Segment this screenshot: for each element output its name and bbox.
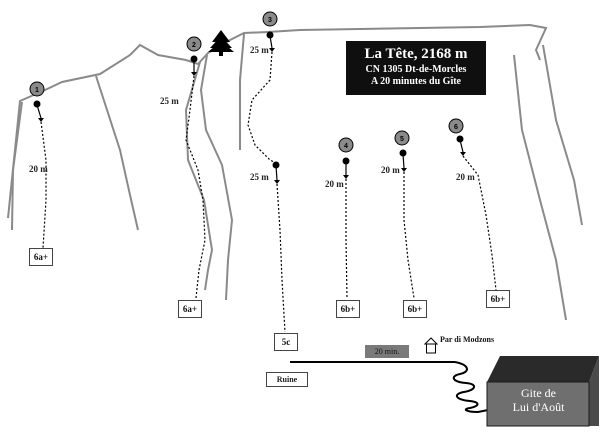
anchor-dot xyxy=(266,31,274,39)
route-line xyxy=(345,179,348,299)
route-arrow xyxy=(402,153,405,169)
cliff-line-3 xyxy=(184,61,214,291)
hut-label-line-1: Gite de xyxy=(521,386,556,400)
hut-label-line-2: Lui d'Août xyxy=(512,400,565,414)
pitch-length-route-4: 20 m xyxy=(325,179,344,189)
route-5: 5 xyxy=(394,130,415,299)
route-number: 5 xyxy=(400,136,404,143)
cliff-line-left xyxy=(11,101,23,231)
route-number: 1 xyxy=(35,87,39,94)
cliff-line-4 xyxy=(199,54,234,301)
anchor-dot xyxy=(456,135,464,143)
route-number: 2 xyxy=(192,42,196,49)
tree-icon xyxy=(208,30,234,56)
route-6: 6 xyxy=(448,118,497,291)
grade-route-2: 6a+ xyxy=(178,300,202,318)
route-arrow xyxy=(269,35,273,49)
route-3: 3 xyxy=(247,11,286,333)
route-4: 4 xyxy=(338,137,354,299)
grade-route-5: 6b+ xyxy=(403,300,427,318)
crag-title: La Tête, 2168 m xyxy=(364,46,468,62)
grade-route-3: 5c xyxy=(274,333,298,351)
pitch-length-route-3-a: 25 m xyxy=(250,45,269,55)
route-line-upper xyxy=(247,51,275,163)
route-2: 2 xyxy=(185,36,206,299)
access-time: A 20 minutes du Gîte xyxy=(370,76,461,87)
route-1: 1 xyxy=(29,81,47,249)
anchor-dot xyxy=(399,149,407,157)
route-number: 6 xyxy=(454,124,458,131)
route-arrow xyxy=(275,165,278,181)
grade-route-1: 6a+ xyxy=(29,248,53,266)
pitch-length-route-5: 20 m xyxy=(381,165,400,175)
pitch-length-route-1: 20 m xyxy=(29,164,48,174)
anchor-dot xyxy=(190,55,198,63)
cliff-line-5 xyxy=(239,33,245,150)
belay-marker-icon xyxy=(186,36,202,52)
parking-label: Par di Modzons xyxy=(440,335,495,344)
ruine-label: Ruine xyxy=(266,372,308,387)
belay-marker-icon xyxy=(338,137,354,153)
belay-marker-icon xyxy=(29,81,45,97)
anchor-dot xyxy=(342,157,350,165)
route-line xyxy=(403,172,415,299)
cliff-line-far-right xyxy=(542,44,583,226)
route-line xyxy=(40,121,47,249)
approach-zigzag xyxy=(452,361,489,414)
hut-label: Gite de Lui d'Août xyxy=(489,386,588,414)
route-number: 4 xyxy=(344,143,348,150)
belay-marker-icon xyxy=(262,11,278,27)
map-reference: CN 1305 Dt-de-Morcles xyxy=(365,64,467,75)
route-line-lower xyxy=(276,183,286,333)
pitch-length-route-6: 20 m xyxy=(456,172,475,182)
route-number: 3 xyxy=(268,17,272,24)
pitch-length-route-3-b: 25 m xyxy=(250,172,269,182)
belay-marker-icon xyxy=(394,130,410,146)
route-arrow xyxy=(36,104,42,119)
pitch-length-route-2: 25 m xyxy=(160,96,179,106)
hut-icon xyxy=(486,356,599,427)
grade-route-4: 6b+ xyxy=(336,300,360,318)
cliff-line-right xyxy=(513,54,567,321)
title-box: La Tête, 2168 m CN 1305 Dt-de-Morcles A … xyxy=(346,41,486,95)
route-line xyxy=(462,155,497,291)
anchor-dot xyxy=(272,161,280,169)
route-line xyxy=(185,75,206,299)
cliff-line-2 xyxy=(95,75,139,231)
grade-route-6: 6b+ xyxy=(486,290,510,308)
belay-marker-icon xyxy=(448,118,464,134)
anchor-dot xyxy=(33,100,41,108)
route-arrow xyxy=(459,139,464,153)
house-icon xyxy=(423,337,439,354)
walk-time-badge: 20 min. xyxy=(365,345,409,358)
